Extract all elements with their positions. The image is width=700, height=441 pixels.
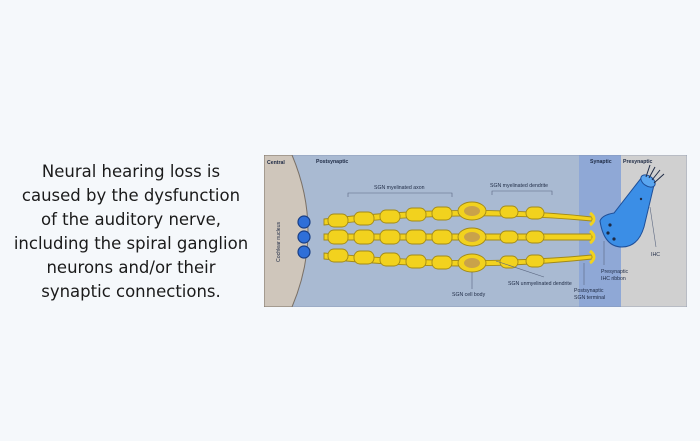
caption-line: of the auditory nerve, xyxy=(40,210,221,229)
caption-text: Neural hearing loss is caused by the dys… xyxy=(12,160,250,304)
caption-line: caused by the dysfunction xyxy=(21,186,241,205)
central-label: Central xyxy=(267,160,285,166)
nucleus-dot xyxy=(297,215,311,229)
postsynaptic-terminal-label: SGN terminal xyxy=(574,295,605,301)
synaptic-label: Synaptic xyxy=(590,159,612,165)
presynaptic-label: Presynaptic xyxy=(623,159,653,165)
inner-hair-cell xyxy=(599,164,665,248)
nucleus-dot xyxy=(297,230,311,244)
caption-line: neurons and/or their xyxy=(46,258,216,277)
myelinated-axon-label: SGN myelinated axon xyxy=(374,185,425,191)
cell-bodies xyxy=(457,201,487,273)
auditory-nerve-diagram: Cochlear nucleus xyxy=(264,155,687,307)
myelinated-dendrite-label: SGN myelinated dendrite xyxy=(490,183,548,189)
unmyelinated-dendrite-label: SGN unmyelinated dendrite xyxy=(508,281,572,287)
caption-line: Neural hearing loss is xyxy=(41,162,221,181)
ihc-ribbon-label: Presynaptic xyxy=(601,269,629,275)
cell-body-label: SGN cell body xyxy=(452,292,486,298)
nucleus-dot xyxy=(297,245,311,259)
cochlear-nucleus-label: Cochlear nucleus xyxy=(276,222,282,262)
postsynaptic-terminal-label: Postsynaptic xyxy=(574,288,604,294)
ihc-ribbon-label: IHC ribbon xyxy=(601,276,626,282)
ihc-label: IHC xyxy=(651,252,660,258)
myelin-segments xyxy=(327,205,545,270)
label-brackets xyxy=(347,190,657,289)
caption-line: including the spiral ganglion xyxy=(13,234,249,253)
postsynaptic-label: Postsynaptic xyxy=(316,159,348,165)
caption-line: synaptic connections. xyxy=(41,282,221,301)
postsynaptic-terminals xyxy=(589,211,596,265)
